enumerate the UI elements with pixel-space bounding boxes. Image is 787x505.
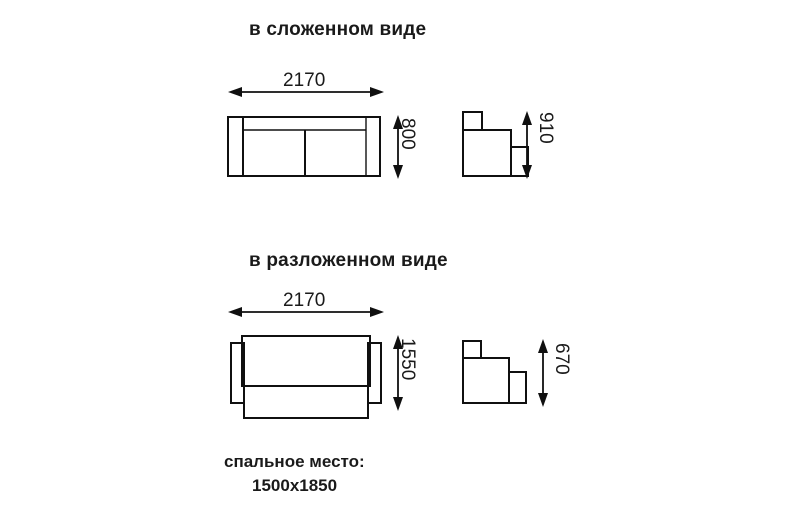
dimension-arrow-folded-height	[393, 115, 403, 179]
section-title-unfolded: в разложенном виде	[249, 250, 448, 271]
dimension-arrow-folded-width	[228, 87, 384, 97]
sleeping-area-caption-value: 1500x1850	[252, 476, 338, 495]
dimension-label-unfolded-width: 2170	[283, 290, 326, 311]
section-title-folded: в сложенном виде	[249, 19, 427, 40]
sleeping-area-caption-label: спальное место:	[224, 452, 365, 471]
dimension-arrow-unfolded-height	[393, 335, 403, 411]
dimension-arrow-unfolded-side-height	[538, 339, 548, 407]
side-view-folded	[462, 111, 529, 177]
dimension-label-unfolded-height: 1550	[397, 338, 418, 381]
dimension-label-unfolded-side-height: 670	[551, 343, 572, 375]
front-view-folded	[227, 116, 381, 177]
dimension-arrow-folded-side-height	[522, 111, 532, 179]
front-view-unfolded	[230, 335, 382, 419]
dimension-arrow-unfolded-width	[228, 307, 384, 317]
side-view-unfolded	[462, 340, 527, 404]
dimension-label-folded-width: 2170	[283, 70, 326, 91]
